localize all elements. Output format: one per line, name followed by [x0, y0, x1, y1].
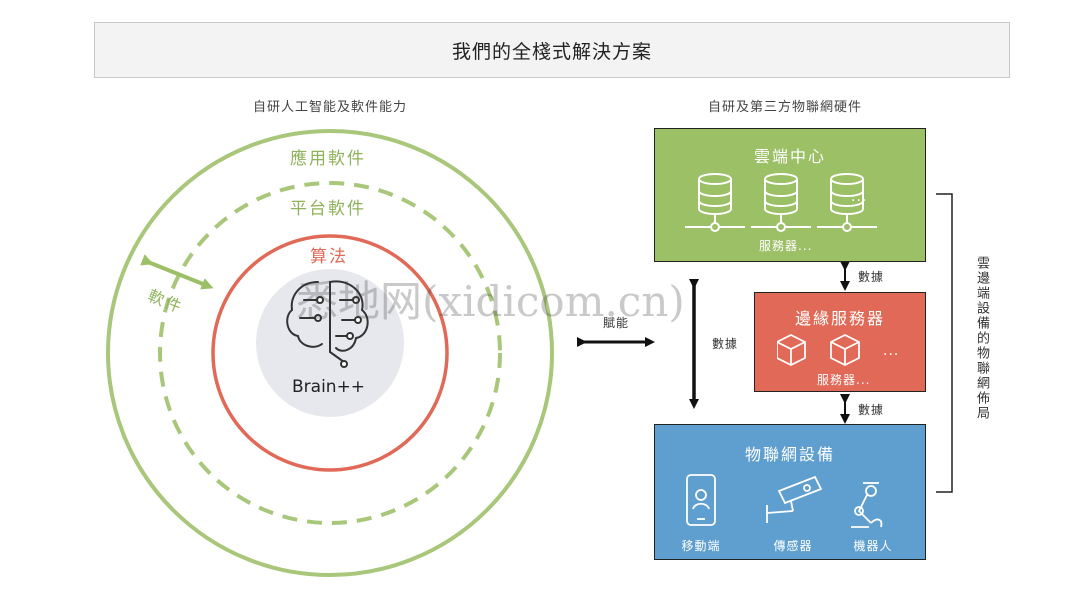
iot-device-title: 物聯網設備 — [744, 445, 835, 464]
brain-icon — [286, 280, 369, 368]
database-icon — [751, 173, 811, 232]
right-bracket — [936, 193, 953, 493]
edge-cube-icons — [777, 333, 860, 367]
vertical-data-label: 數據 — [712, 337, 739, 351]
camera-sensor-icon — [766, 475, 823, 523]
core-label: Brain++ — [292, 377, 366, 397]
outer-ring — [106, 129, 554, 577]
page-title: 我們的全棧式解決方案 — [451, 40, 652, 63]
bracket-label: 雲邊端設備的物聯網佈局 — [974, 256, 989, 421]
database-icon — [817, 173, 877, 232]
edge-server-caption: 服務器... — [817, 373, 871, 387]
inner-ring — [211, 234, 449, 472]
cloud-ellipsis: ... — [851, 189, 868, 205]
outer-ring-label: 應用軟件 — [290, 149, 366, 169]
watermark-text: 悉地网(xidicom.cn) — [296, 277, 685, 326]
page-title-banner: 我們的全棧式解決方案 — [94, 22, 1010, 78]
robot-arm-icon — [851, 482, 883, 528]
empower-label: 賦能 — [603, 316, 630, 330]
software-width-arrow — [140, 254, 214, 290]
middle-ring-label: 平台軟件 — [290, 199, 366, 219]
cloud-center-title: 雲端中心 — [753, 147, 826, 166]
edge-ellipsis: ... — [883, 343, 900, 359]
device-label-sensor: 傳感器 — [773, 539, 813, 553]
server-icons — [685, 173, 877, 232]
middle-ring — [158, 181, 502, 525]
cloud-edge-data-label: 數據 — [858, 270, 885, 284]
right-section-title: 自研及第三方物聯網硬件 — [708, 100, 863, 115]
edge-server-title: 邊緣服務器 — [794, 309, 885, 328]
cube-icon — [830, 333, 860, 367]
mobile-phone-icon — [686, 474, 716, 526]
edge-iot-data-label: 數據 — [858, 403, 885, 417]
cloud-center-box: 雲端中心 ... 服務器... — [654, 128, 926, 262]
iot-device-icons — [686, 474, 883, 528]
left-section-title: 自研人工智能及軟件能力 — [253, 100, 408, 115]
cloud-server-caption: 服務器... — [759, 239, 813, 253]
edge-server-box: 邊緣服務器 ... 服務器... — [754, 292, 926, 392]
device-label-robot: 機器人 — [853, 539, 893, 553]
inner-ring-label: 算法 — [310, 247, 348, 267]
device-label-mobile: 移動端 — [681, 539, 721, 553]
cube-icon — [777, 333, 806, 367]
database-icon — [685, 173, 745, 232]
iot-device-box: 物聯網設備 移動端 傳感器 機器人 — [654, 424, 926, 560]
